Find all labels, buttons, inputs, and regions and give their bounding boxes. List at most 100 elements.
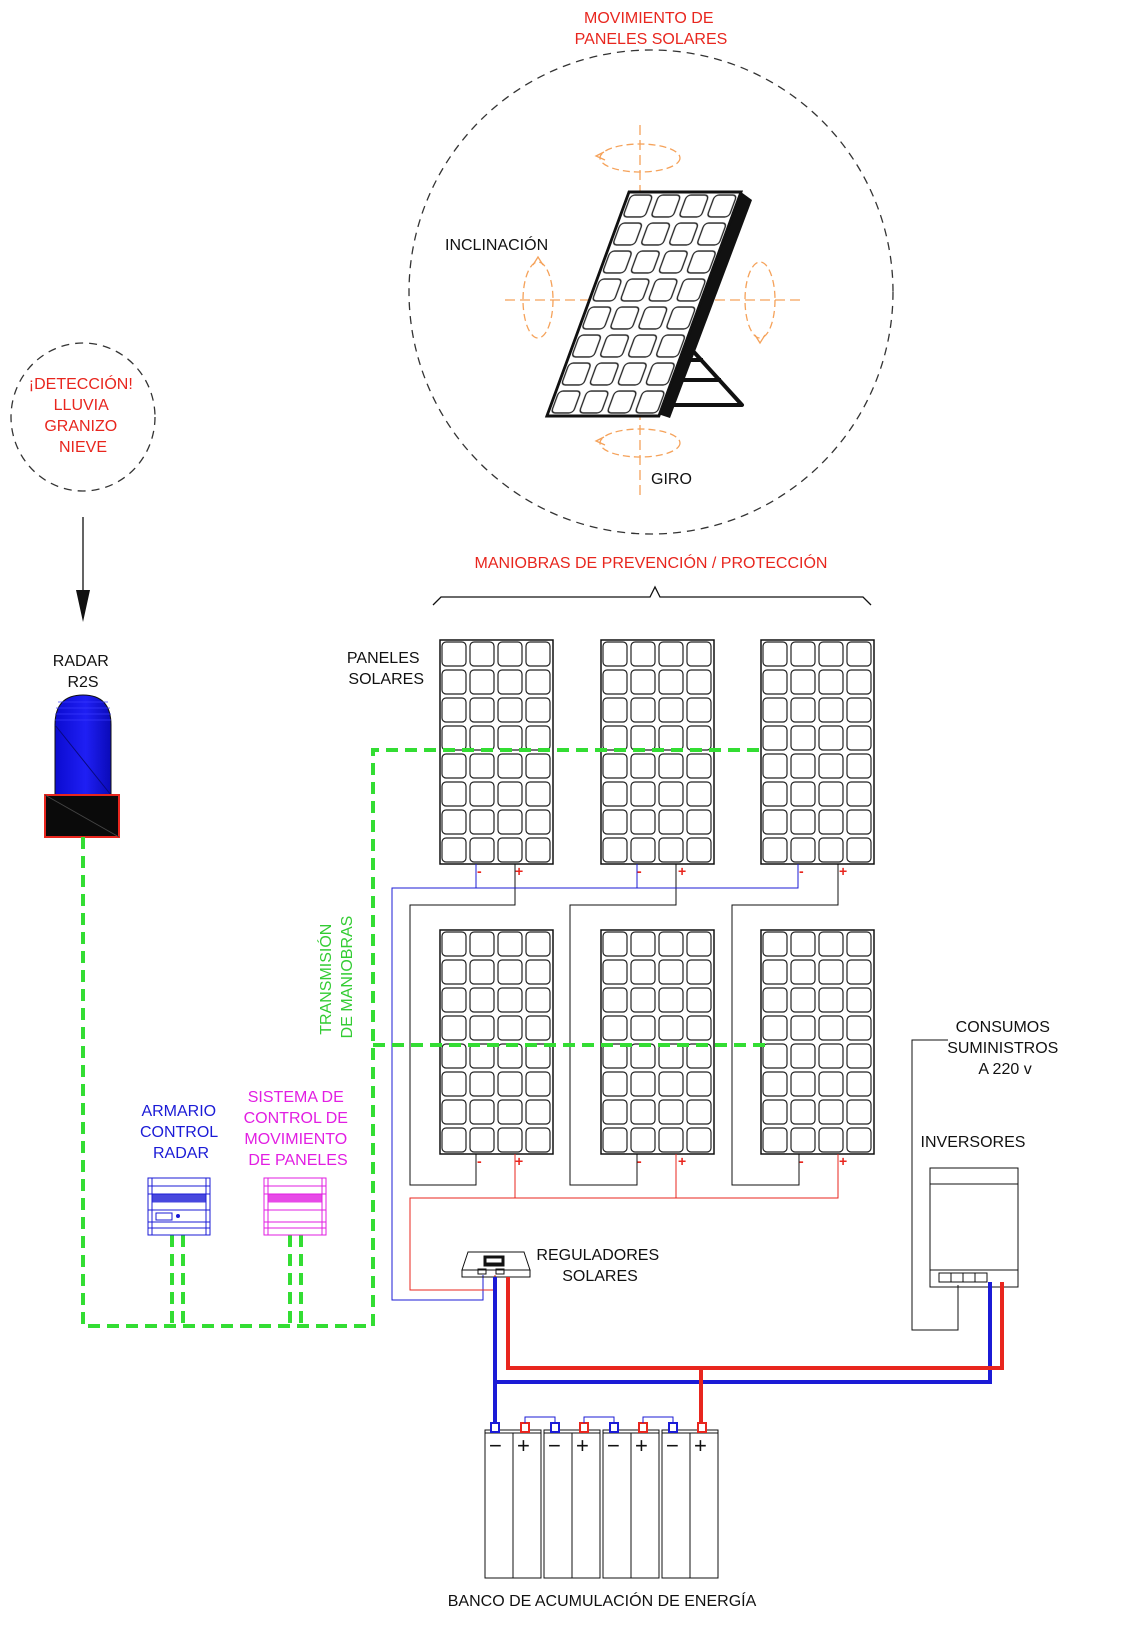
- pv-cell: [686, 1015, 712, 1041]
- detection-line-4: NIEVE: [59, 439, 107, 456]
- rotation-arrow-top-icon: [594, 143, 681, 173]
- pv-cell: [846, 837, 872, 863]
- pv-cell: [790, 1015, 816, 1041]
- pv-cell: [602, 1099, 628, 1125]
- pv-cell: [658, 669, 684, 695]
- solar-panel-bottom-2: [600, 929, 715, 1155]
- battery-3: [602, 1422, 660, 1579]
- pv-cell: [658, 1099, 684, 1125]
- pv-cell: [790, 697, 816, 723]
- detection-text: ¡DETECCIÓN! LLUVIA GRANIZO NIEVE: [29, 374, 137, 456]
- pv-cell: [846, 753, 872, 779]
- pv-cell: [525, 1043, 551, 1069]
- panel-minus-mark: -: [799, 1153, 804, 1169]
- pv-cell: [630, 641, 656, 667]
- pv-cell: [762, 959, 788, 985]
- pv-cell: [658, 1015, 684, 1041]
- pv-cell: [658, 753, 684, 779]
- transmission-lines: [81, 748, 765, 1328]
- pv-cell: [762, 1099, 788, 1125]
- panel-plus-mark: +: [678, 1153, 686, 1169]
- pv-cell: [469, 837, 495, 863]
- pv-cell: [469, 1127, 495, 1153]
- battery-1: [484, 1422, 542, 1579]
- transmision-label: TRANSMISIÓN DE MANIOBRAS: [316, 916, 356, 1039]
- battery-2: [543, 1422, 601, 1579]
- pv-cell: [602, 987, 628, 1013]
- battery-minus-sign: −: [489, 1433, 502, 1458]
- detection-section: ¡DETECCIÓN! LLUVIA GRANIZO NIEVE RADAR R…: [10, 342, 156, 838]
- pv-cell: [441, 669, 467, 695]
- pv-cell: [602, 837, 628, 863]
- pv-cell: [441, 987, 467, 1013]
- pv-cell: [762, 781, 788, 807]
- pv-cell: [818, 1127, 844, 1153]
- pv-cell: [602, 781, 628, 807]
- pv-cell: [469, 809, 495, 835]
- pv-cell: [441, 837, 467, 863]
- pv-cell: [441, 1071, 467, 1097]
- reguladores-label: REGULADORES SOLARES: [536, 1247, 663, 1285]
- pv-cell: [658, 1127, 684, 1153]
- pv-cell: [525, 753, 551, 779]
- pv-cell: [846, 781, 872, 807]
- pv-cell: [762, 1043, 788, 1069]
- pv-cell: [846, 1071, 872, 1097]
- motion-control-cabinet: [263, 1177, 327, 1236]
- pv-cell: [469, 669, 495, 695]
- pv-cell: [658, 697, 684, 723]
- pv-cell: [497, 809, 523, 835]
- negative-wiring: [391, 864, 799, 1301]
- pv-cell: [762, 753, 788, 779]
- consumos-label: CONSUMOS SUMINISTROS A 220 v: [947, 1019, 1063, 1078]
- detection-line-1: ¡DETECCIÓN!: [29, 374, 133, 393]
- pv-cell: [686, 809, 712, 835]
- sistema-label-line-1: SISTEMA DE: [248, 1089, 344, 1106]
- pv-cell: [686, 641, 712, 667]
- pv-cell: [602, 809, 628, 835]
- pv-cell: [658, 931, 684, 957]
- pv-cell: [630, 669, 656, 695]
- pv-cell: [630, 753, 656, 779]
- pv-cell: [497, 1071, 523, 1097]
- pv-cell: [602, 1071, 628, 1097]
- armario-label-line-1: ARMARIO: [141, 1103, 216, 1120]
- transmision-label-line-2: DE MANIOBRAS: [339, 916, 356, 1039]
- battery-plus-sign: +: [576, 1433, 589, 1458]
- pv-cell: [602, 1127, 628, 1153]
- pv-cell: [658, 1071, 684, 1097]
- pv-cell: [818, 669, 844, 695]
- pv-cell: [497, 1015, 523, 1041]
- pv-cell: [525, 809, 551, 835]
- movement-circle: [408, 49, 894, 535]
- paneles-label-line-2: SOLARES: [348, 671, 424, 688]
- pv-cell: [497, 837, 523, 863]
- battery-minus-sign: −: [607, 1433, 620, 1458]
- pv-cell: [846, 1043, 872, 1069]
- pv-cell: [602, 931, 628, 957]
- pv-cell: [686, 987, 712, 1013]
- pv-cell: [441, 697, 467, 723]
- pv-cell: [818, 1043, 844, 1069]
- panel-minus-mark: -: [799, 863, 804, 879]
- pv-cell: [497, 641, 523, 667]
- pv-cell: [790, 669, 816, 695]
- detection-circle: [10, 342, 156, 492]
- pv-cell: [497, 959, 523, 985]
- pv-cell: [630, 987, 656, 1013]
- pv-cell: [790, 931, 816, 957]
- pv-cell: [497, 1127, 523, 1153]
- pv-cell: [790, 725, 816, 751]
- battery-bank: − + − + − + − +: [484, 1416, 719, 1579]
- pv-cell: [818, 1071, 844, 1097]
- tilt-arrow-right-icon: [744, 261, 776, 345]
- dc-bus-positive: [506, 1277, 1004, 1428]
- pv-cell: [630, 837, 656, 863]
- pv-cell: [441, 641, 467, 667]
- battery-minus-sign: −: [666, 1433, 679, 1458]
- rotation-arrow-bottom-icon: [594, 428, 681, 458]
- pv-cell: [846, 1099, 872, 1125]
- pv-cell: [818, 725, 844, 751]
- radar-label: RADAR R2S: [53, 653, 113, 691]
